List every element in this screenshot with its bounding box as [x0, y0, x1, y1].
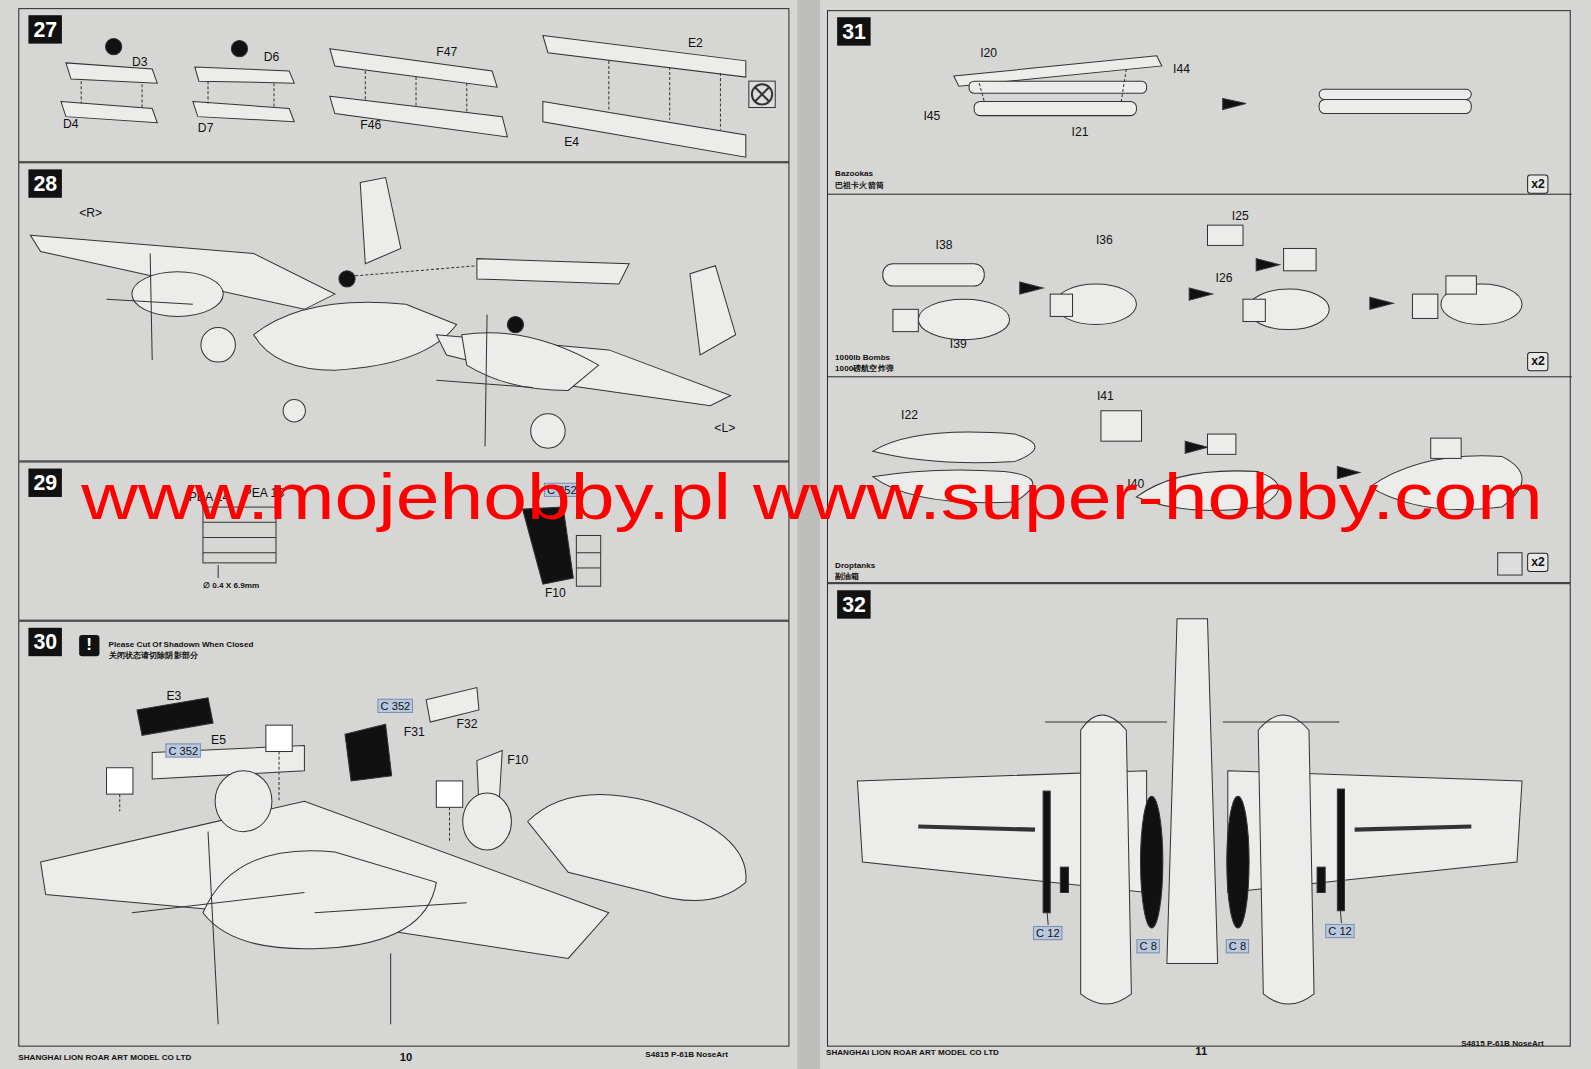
step-number: 28: [28, 169, 62, 197]
part-number: D3: [132, 56, 148, 69]
part-number: F32: [457, 718, 478, 731]
step-panel: 32: [827, 583, 1571, 1046]
page-number: 11: [1195, 1045, 1207, 1057]
part-number: E4: [564, 136, 579, 149]
caution-icon: !: [79, 635, 99, 656]
weapon-name: 巴祖卡火箭筒: [835, 180, 884, 191]
step-number: 32: [837, 590, 871, 618]
step-panel: 28: [18, 162, 789, 461]
footer-text: S4815 P-61B NoseArt: [645, 1051, 728, 1060]
step-panel: 30: [18, 621, 789, 1047]
footer-text: SHANGHAI LION ROAR ART MODEL CO LTD: [826, 1049, 999, 1058]
step-number: 31: [837, 17, 871, 45]
part-number: D6: [264, 51, 280, 64]
quantity-mark: x2: [1527, 174, 1549, 193]
page-number: 10: [400, 1051, 412, 1063]
paint-code: C 8: [1136, 939, 1159, 953]
note-text: ∅ 0.4 X 6.9mm: [203, 582, 259, 591]
paint-code: C 12: [1033, 926, 1063, 940]
part-number: I38: [936, 239, 953, 252]
sub-step-band: 1000lb Bombs1000磅航空炸弹: [828, 194, 1572, 377]
watermark: www.mojehobby.pl www.super-hobby.com: [81, 461, 1542, 532]
part-number: I45: [923, 110, 940, 123]
paint-code: C 352: [165, 743, 201, 757]
part-number: I25: [1232, 210, 1249, 223]
part-number: F47: [436, 46, 457, 59]
paint-code: C 352: [377, 699, 413, 713]
footer-text: SHANGHAI LION ROAR ART MODEL CO LTD: [18, 1054, 191, 1063]
paint-code: C 12: [1325, 924, 1355, 938]
step-panel: 27: [18, 8, 789, 162]
part-number: F10: [507, 754, 528, 767]
part-number: I44: [1173, 63, 1190, 76]
step-number: 30: [28, 628, 62, 656]
sub-step-band: Bazookas 巴祖卡火箭筒: [828, 11, 1572, 194]
part-number: E2: [688, 37, 703, 50]
step-number: 29: [28, 469, 62, 497]
part-number: I36: [1096, 234, 1113, 247]
quantity-mark: x2: [1527, 553, 1549, 572]
part-number: I22: [901, 409, 918, 422]
note-text: 关闭状态请切除阴影部分: [109, 652, 198, 661]
part-number: F10: [545, 587, 566, 600]
paint-code: C 8: [1226, 939, 1249, 953]
part-number: F31: [404, 726, 425, 739]
part-number: I21: [1072, 126, 1089, 139]
weapon-name: 1000磅航空炸弹: [835, 363, 894, 374]
part-number: I20: [980, 47, 997, 60]
footer-text: S4815 P-61B NoseArt: [1461, 1040, 1544, 1049]
part-number: <L>: [714, 422, 735, 435]
part-number: E5: [211, 734, 226, 747]
part-number: E3: [166, 690, 181, 703]
weapon-name: 副油箱: [835, 571, 859, 582]
part-number: I41: [1097, 389, 1114, 402]
step-number: 27: [28, 15, 62, 43]
part-number: F46: [360, 119, 381, 132]
part-number: I26: [1216, 272, 1233, 285]
part-number: D4: [63, 118, 79, 131]
weapon-name: Bazookas: [835, 169, 873, 178]
weapon-name: 1000lb Bombs: [835, 353, 890, 362]
part-number: <R>: [79, 207, 102, 220]
part-number: I39: [950, 338, 967, 351]
weapon-name: Droptanks: [835, 561, 875, 570]
quantity-mark: x2: [1527, 352, 1549, 371]
part-number: D7: [198, 122, 214, 135]
note-text: Please Cut Of Shadown When Closed: [109, 641, 254, 650]
